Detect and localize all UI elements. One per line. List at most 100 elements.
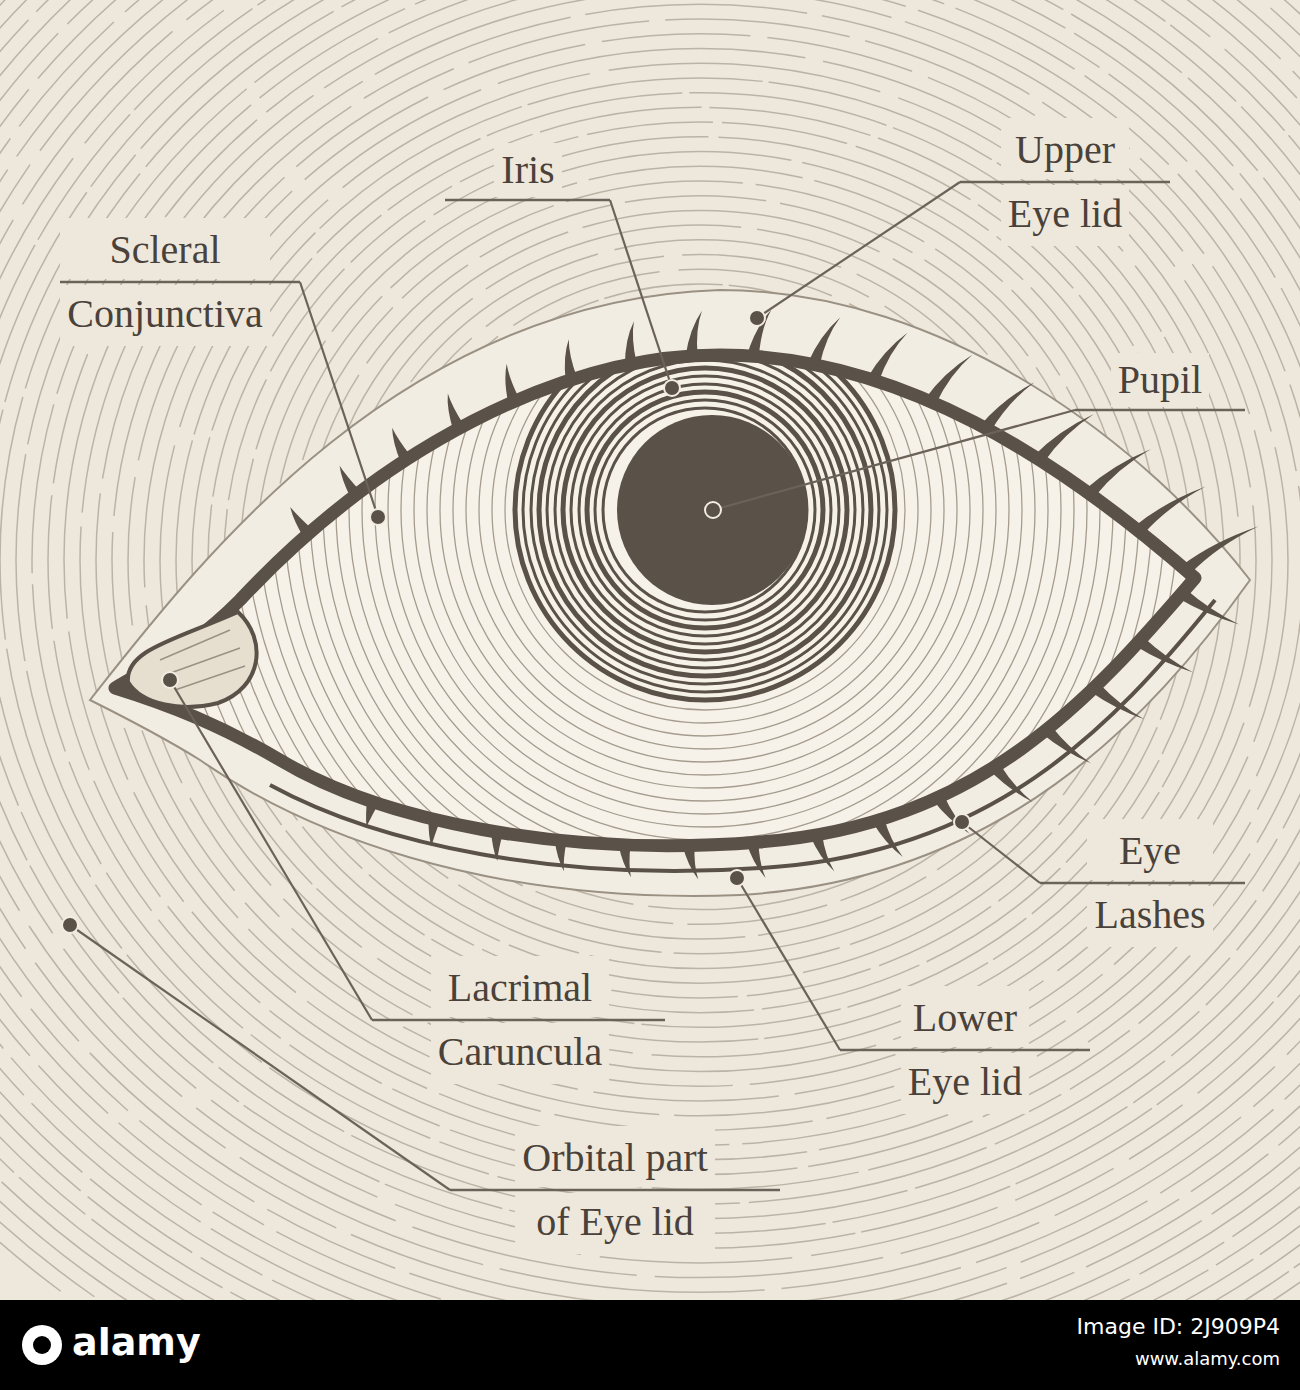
hatch-line	[0, 0, 1300, 1292]
eye-outline	[115, 355, 1195, 846]
hatch-line	[32, 0, 1300, 1175]
pointer-dot	[954, 814, 970, 830]
part-label: Lower Eye lid	[901, 986, 1029, 1114]
eyelid-skin	[90, 290, 1250, 896]
sclera-line	[401, 206, 1009, 814]
leader-line	[170, 680, 372, 1020]
caruncle	[128, 612, 257, 707]
sclera-line	[258, 63, 1152, 957]
hatch-line	[64, 0, 1300, 1145]
sclera-line	[206, 11, 1204, 1009]
logo-mark	[22, 1325, 62, 1365]
pointer-dot	[749, 310, 765, 326]
hatch-line	[96, 4, 1300, 1115]
hatch-line	[0, 0, 1300, 1263]
leader-line	[300, 282, 378, 517]
leader-line	[70, 925, 450, 1190]
hatch-line	[0, 0, 1300, 1204]
iris-ring	[587, 392, 823, 628]
sclera-line	[336, 141, 1074, 879]
iris-ring	[603, 408, 807, 612]
iris-ring	[555, 360, 855, 660]
pointer-dot	[664, 380, 680, 396]
paper-ground	[0, 0, 1300, 1300]
lower-lid-rim	[270, 600, 1215, 871]
sclera-line	[284, 89, 1126, 931]
part-label: Scleral Conjunctiva	[60, 218, 270, 346]
hatch-line	[48, 0, 1300, 1160]
part-label: Eye Lashes	[1087, 819, 1212, 947]
iris-ring	[531, 336, 879, 684]
iris-ring	[563, 368, 847, 652]
sclera-line	[414, 219, 996, 801]
part-label: Upper Eye lid	[1001, 118, 1129, 246]
pupil-disc	[617, 415, 807, 605]
watermark: www.alamy.com	[1135, 1348, 1280, 1369]
iris-ring	[579, 384, 831, 636]
hatch-line	[0, 0, 1300, 1248]
footer-bar	[0, 1300, 1300, 1390]
sclera-line	[427, 232, 983, 788]
eyelashes	[115, 310, 1259, 880]
leader-line	[713, 410, 1075, 510]
hatch-line	[0, 0, 1300, 1219]
part-label: Orbital part of Eye lid	[515, 1126, 715, 1254]
pointer-dot	[729, 870, 745, 886]
hatch-line	[0, 0, 1300, 1351]
iris-ring	[539, 344, 871, 676]
logo-hole	[33, 1336, 51, 1354]
watermark: alamy	[72, 1320, 201, 1364]
label-underline	[1075, 409, 1245, 412]
sclera-line	[388, 193, 1022, 827]
hatch-line	[112, 19, 1288, 1101]
sclera-line	[375, 180, 1035, 840]
caruncle-hatch	[160, 630, 245, 690]
iris-ring	[595, 400, 815, 620]
leader-line	[737, 878, 840, 1050]
sclera-line	[453, 258, 957, 762]
iris-ring	[547, 352, 863, 668]
sclera-line	[440, 245, 970, 775]
pointer-dot	[162, 672, 178, 688]
sclera-line	[349, 154, 1061, 866]
pointer-dot	[62, 917, 78, 933]
eyelash	[1181, 526, 1259, 574]
sclera-line	[193, 0, 1217, 1022]
leader-lines	[60, 182, 1245, 1190]
leader-line	[962, 822, 1040, 883]
pointer-dot	[705, 502, 721, 518]
part-label: Iris	[494, 143, 561, 197]
label-underline	[445, 199, 610, 202]
pointer-dot	[370, 509, 386, 525]
hatch-line	[0, 0, 1300, 1322]
sclera-line	[310, 115, 1100, 905]
watermark: Image ID: 2J909P4	[1077, 1314, 1280, 1339]
part-label: Lacrimal Caruncula	[431, 956, 609, 1084]
leader-line	[757, 182, 960, 318]
hatch-line	[16, 0, 1300, 1189]
leader-line	[610, 200, 672, 388]
sclera-line	[362, 167, 1048, 853]
eyelash	[1134, 487, 1206, 535]
iris-ring	[571, 376, 839, 644]
hatch-line	[0, 0, 1300, 1307]
sclera-line	[297, 102, 1113, 918]
hatch-line	[0, 0, 1300, 1233]
hatch-line	[0, 0, 1300, 1278]
sclera-line	[466, 271, 944, 749]
part-label: Pupil	[1111, 353, 1209, 407]
hatch-line	[80, 0, 1300, 1130]
caruncle-hatch-line	[160, 630, 245, 690]
